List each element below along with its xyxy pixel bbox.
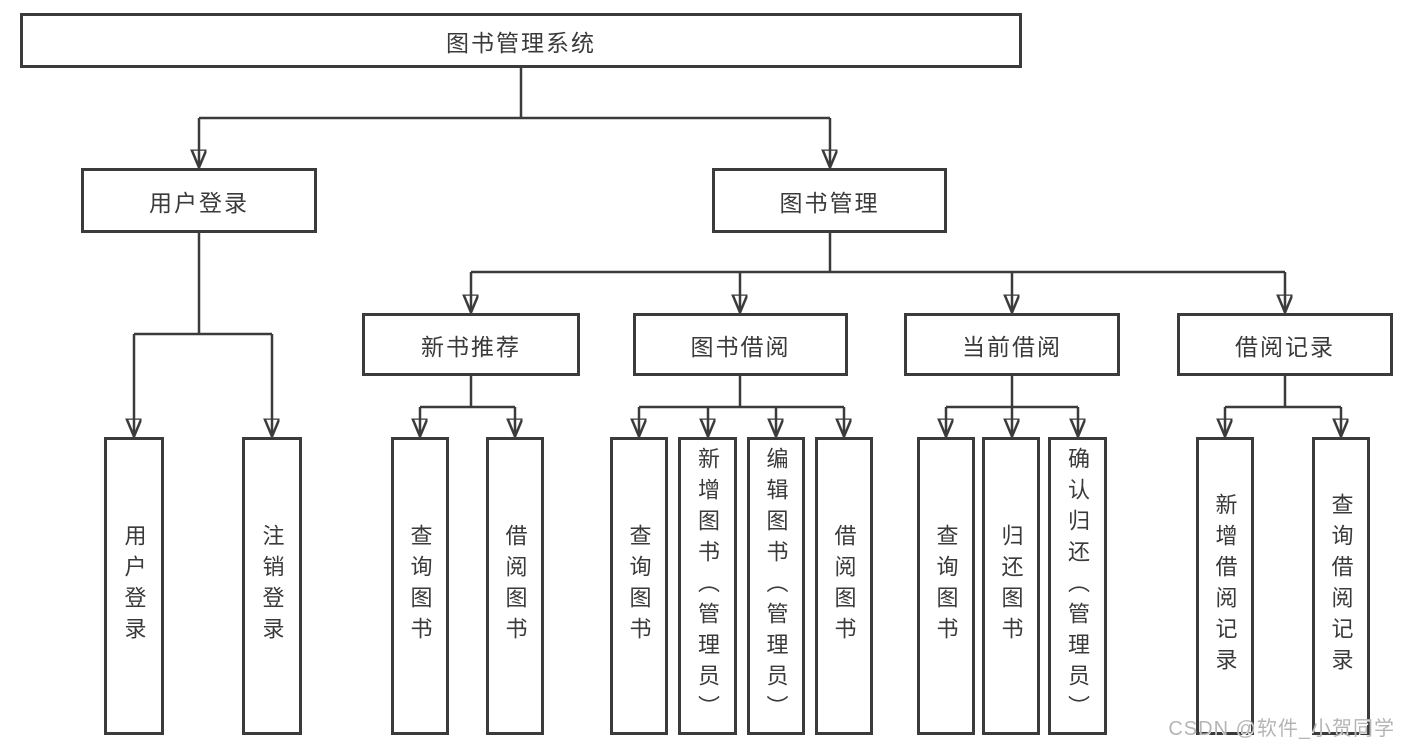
node-borrow-records: 借阅记录 — [1177, 313, 1393, 376]
edges-current-borrow-split — [946, 376, 1078, 436]
node-book-management: 图书管理 — [712, 168, 947, 233]
leaf-query-books-current: 查询图书 — [917, 437, 975, 735]
leaf-query-books-rec: 查询图书 — [391, 437, 449, 735]
leaf-borrow-books-rec: 借阅图书 — [486, 437, 544, 735]
leaf-label: 借阅图书 — [831, 524, 857, 648]
leaf-label: 查询图书 — [626, 524, 652, 648]
leaf-return-book: 归还图书 — [982, 437, 1040, 735]
node-current-borrow: 当前借阅 — [904, 313, 1120, 376]
leaf-confirm-return-admin: 确认归还（管理员） — [1048, 437, 1107, 735]
leaf-label: 用户登录 — [121, 524, 147, 648]
edges-borrow-records-split — [1225, 376, 1341, 436]
leaf-add-borrow-record: 新增借阅记录 — [1196, 437, 1254, 735]
leaf-query-borrow-record: 查询借阅记录 — [1312, 437, 1370, 735]
leaf-add-book-admin: 新增图书（管理员） — [678, 437, 737, 735]
edges-user-login-split — [134, 233, 272, 436]
node-book-borrow: 图书借阅 — [633, 313, 848, 376]
leaf-logout: 注销登录 — [242, 437, 302, 735]
leaf-label: 归还图书 — [998, 524, 1024, 648]
edges-new-book-rec-split — [420, 376, 515, 436]
edges-book-management-split — [471, 233, 1285, 312]
leaf-label: 新增借阅记录 — [1212, 493, 1238, 679]
leaf-label: 注销登录 — [259, 524, 285, 648]
edges-book-borrow-split — [639, 376, 844, 436]
node-user-login-group: 用户登录 — [81, 168, 317, 233]
leaf-user-login: 用户登录 — [104, 437, 164, 735]
leaf-label: 编辑图书（管理员） — [763, 446, 789, 726]
csdn-watermark: CSDN @软件_小贺同学 — [1168, 718, 1395, 740]
node-new-book-recommend: 新书推荐 — [362, 313, 580, 376]
leaf-label: 确认归还（管理员） — [1065, 446, 1091, 726]
leaf-label: 查询借阅记录 — [1328, 493, 1354, 679]
leaf-label: 新增图书（管理员） — [695, 446, 721, 726]
node-root-system: 图书管理系统 — [20, 13, 1022, 68]
edges-root-split — [199, 68, 830, 167]
leaf-label: 查询图书 — [407, 524, 433, 648]
leaf-query-books-borrow: 查询图书 — [610, 437, 668, 735]
leaf-edit-book-admin: 编辑图书（管理员） — [747, 437, 805, 735]
leaf-label: 查询图书 — [933, 524, 959, 648]
leaf-label: 借阅图书 — [502, 524, 528, 648]
leaf-borrow-book: 借阅图书 — [815, 437, 873, 735]
